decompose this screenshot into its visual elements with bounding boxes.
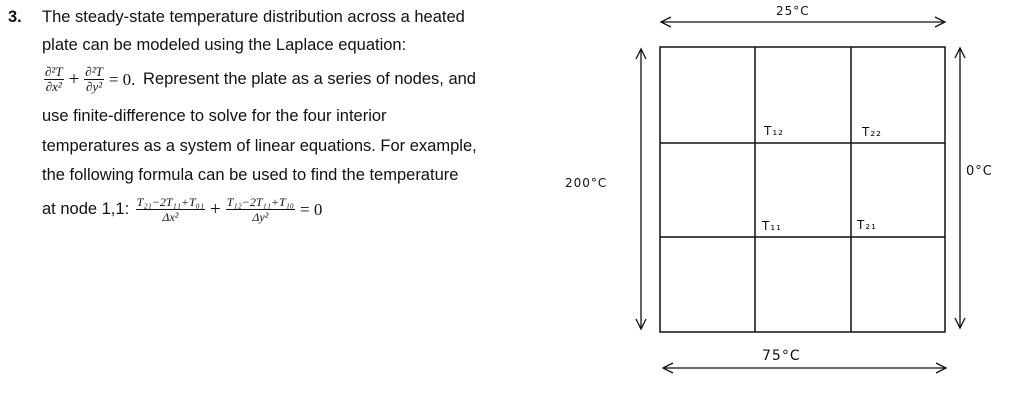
top-arrow — [659, 16, 947, 28]
right-boundary-temp: 0°C — [966, 164, 993, 179]
node-label-t22: T₂₂ — [862, 125, 882, 139]
text-prefix: at node 1,1: — [42, 200, 130, 218]
numerator: T₂₁−2T₁₁+T₀₁ — [135, 195, 206, 211]
numerator: ∂²T — [84, 64, 104, 81]
plus-sign: + — [68, 68, 80, 90]
denominator: ∂y² — [86, 79, 103, 95]
denominator: Δy² — [252, 210, 269, 225]
problem-number: 3. — [8, 8, 22, 26]
denominator: ∂x² — [45, 79, 62, 95]
d2t-dy2-fraction: ∂²T∂y² — [84, 65, 104, 94]
denominator: Δx² — [162, 210, 179, 225]
d2t-dx2-fraction: ∂²T∂x² — [44, 65, 64, 94]
text-line: temperatures as a system of linear equat… — [42, 137, 477, 155]
left-arrow — [635, 47, 647, 331]
equals-zero: = 0. — [108, 69, 136, 89]
top-boundary-temp: 25°C — [776, 4, 810, 18]
left-boundary-temp: 200°C — [565, 176, 608, 190]
text-line: The steady-state temperature distributio… — [42, 8, 465, 26]
node-label-t21: T₂₁ — [857, 218, 877, 232]
laplace-line: ∂²T∂x²+∂²T∂y²= 0. Represent the plate as… — [42, 62, 476, 97]
node-label-t12: T₁₂ — [764, 124, 784, 138]
bottom-boundary-temp: 75°C — [762, 348, 801, 364]
right-arrow — [954, 46, 966, 330]
bottom-arrow — [661, 362, 948, 374]
plate-outline — [659, 46, 946, 333]
numerator: T₁₂−2T₁₁+T₁₀ — [225, 195, 295, 211]
text-line: use finite-difference to solve for the f… — [42, 107, 387, 125]
plus-sign: + — [210, 198, 221, 220]
numerator: ∂²T — [44, 64, 64, 81]
text-line: the following formula can be used to fin… — [42, 166, 459, 184]
text-line: plate can be modeled using the Laplace e… — [42, 36, 407, 54]
equals-zero: = 0 — [299, 199, 323, 219]
text-line: Represent the plate as a series of nodes… — [138, 70, 476, 88]
node-label-t11: T₁₁ — [762, 219, 782, 233]
